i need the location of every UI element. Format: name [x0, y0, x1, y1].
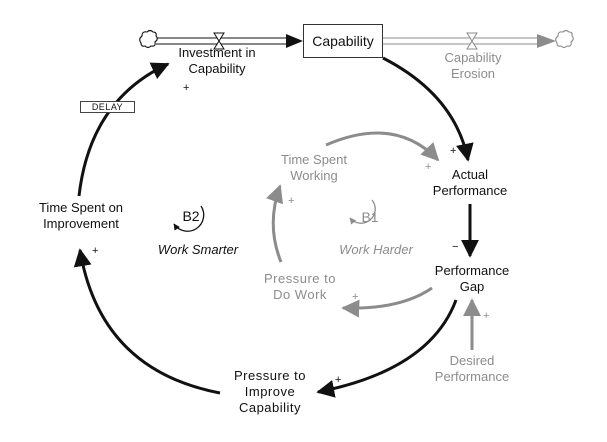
polarity-sign: + — [288, 195, 295, 207]
polarity-sign: + — [483, 310, 490, 322]
link-gap-to-pressure-improve — [316, 299, 458, 398]
link-time-working-to-actual — [325, 131, 440, 162]
variable-pressure-to-improve-capability[interactable]: Pressure to Improve Capability — [220, 368, 320, 416]
delay-marker: DELAY — [80, 101, 135, 113]
polarity-sign: + — [425, 161, 432, 173]
loop-b2-icon — [173, 205, 205, 232]
pressure-work-line1: Pressure to — [264, 271, 336, 286]
link-time-improvement-to-investment — [77, 62, 170, 197]
variable-time-spent-on-improvement[interactable]: Time Spent on Improvement — [26, 200, 136, 232]
time-working-line1: Time Spent — [281, 152, 347, 167]
sink-cloud-icon — [555, 29, 574, 49]
link-capability-to-actual-performance — [382, 56, 474, 162]
inflow-label-line2: Capability — [188, 61, 246, 76]
time-improvement-line1: Time Spent on — [38, 200, 124, 215]
polarity-sign: − — [452, 241, 459, 253]
desired-performance-line1: Desired — [449, 353, 495, 368]
polarity-sign: + — [92, 245, 99, 257]
link-gap-to-pressure-work — [341, 286, 433, 318]
time-improvement-line2: Improvement — [43, 216, 119, 231]
actual-performance-line1: Actual — [451, 167, 489, 182]
polarity-sign: + — [183, 82, 190, 94]
performance-gap-line2: Gap — [459, 279, 485, 294]
outflow-pipe — [383, 34, 556, 48]
loop-b1-icon — [349, 199, 376, 225]
variable-desired-performance[interactable]: Desired Performance — [420, 353, 524, 385]
outflow-label-line1: Capability — [444, 50, 502, 65]
outflow-label: Capability Erosion — [430, 50, 516, 82]
outflow-valve-icon — [466, 32, 478, 50]
inflow-label: Investment in Capability — [162, 45, 272, 77]
loop-b2-name: Work Smarter — [157, 242, 239, 257]
polarity-sign: + — [450, 145, 457, 157]
pressure-work-line2: Do Work — [273, 287, 327, 302]
desired-performance-line2: Performance — [434, 369, 510, 384]
inflow-pipe — [156, 34, 303, 48]
performance-gap-line1: Performance — [434, 263, 510, 278]
inflow-valve-icon — [213, 32, 225, 50]
pressure-improve-line2: Improve — [244, 384, 296, 399]
loop-b1-id: B1 — [361, 209, 379, 225]
link-pressure-improve-to-time-improvement — [73, 248, 221, 395]
actual-performance-line2: Performance — [432, 183, 508, 198]
link-pressure-work-to-time-working — [266, 184, 284, 263]
stock-capability[interactable]: Capability — [303, 24, 383, 58]
time-working-line2: Working — [290, 168, 338, 183]
loop-b2-id: B2 — [182, 208, 200, 224]
inflow-label-line1: Investment in — [178, 45, 256, 60]
pressure-improve-line1: Pressure to — [234, 368, 306, 383]
variable-time-spent-working[interactable]: Time Spent Working — [266, 152, 362, 184]
source-cloud-icon — [139, 29, 158, 49]
loop-b1-name: Work Harder — [339, 242, 413, 257]
variable-pressure-to-do-work[interactable]: Pressure to Do Work — [250, 271, 350, 303]
variable-performance-gap[interactable]: Performance Gap — [420, 263, 524, 295]
polarity-sign: + — [335, 374, 342, 386]
pressure-improve-line3: Capability — [238, 400, 302, 415]
polarity-sign: + — [352, 291, 359, 303]
outflow-label-line2: Erosion — [450, 66, 496, 81]
variable-actual-performance[interactable]: Actual Performance — [420, 167, 520, 199]
